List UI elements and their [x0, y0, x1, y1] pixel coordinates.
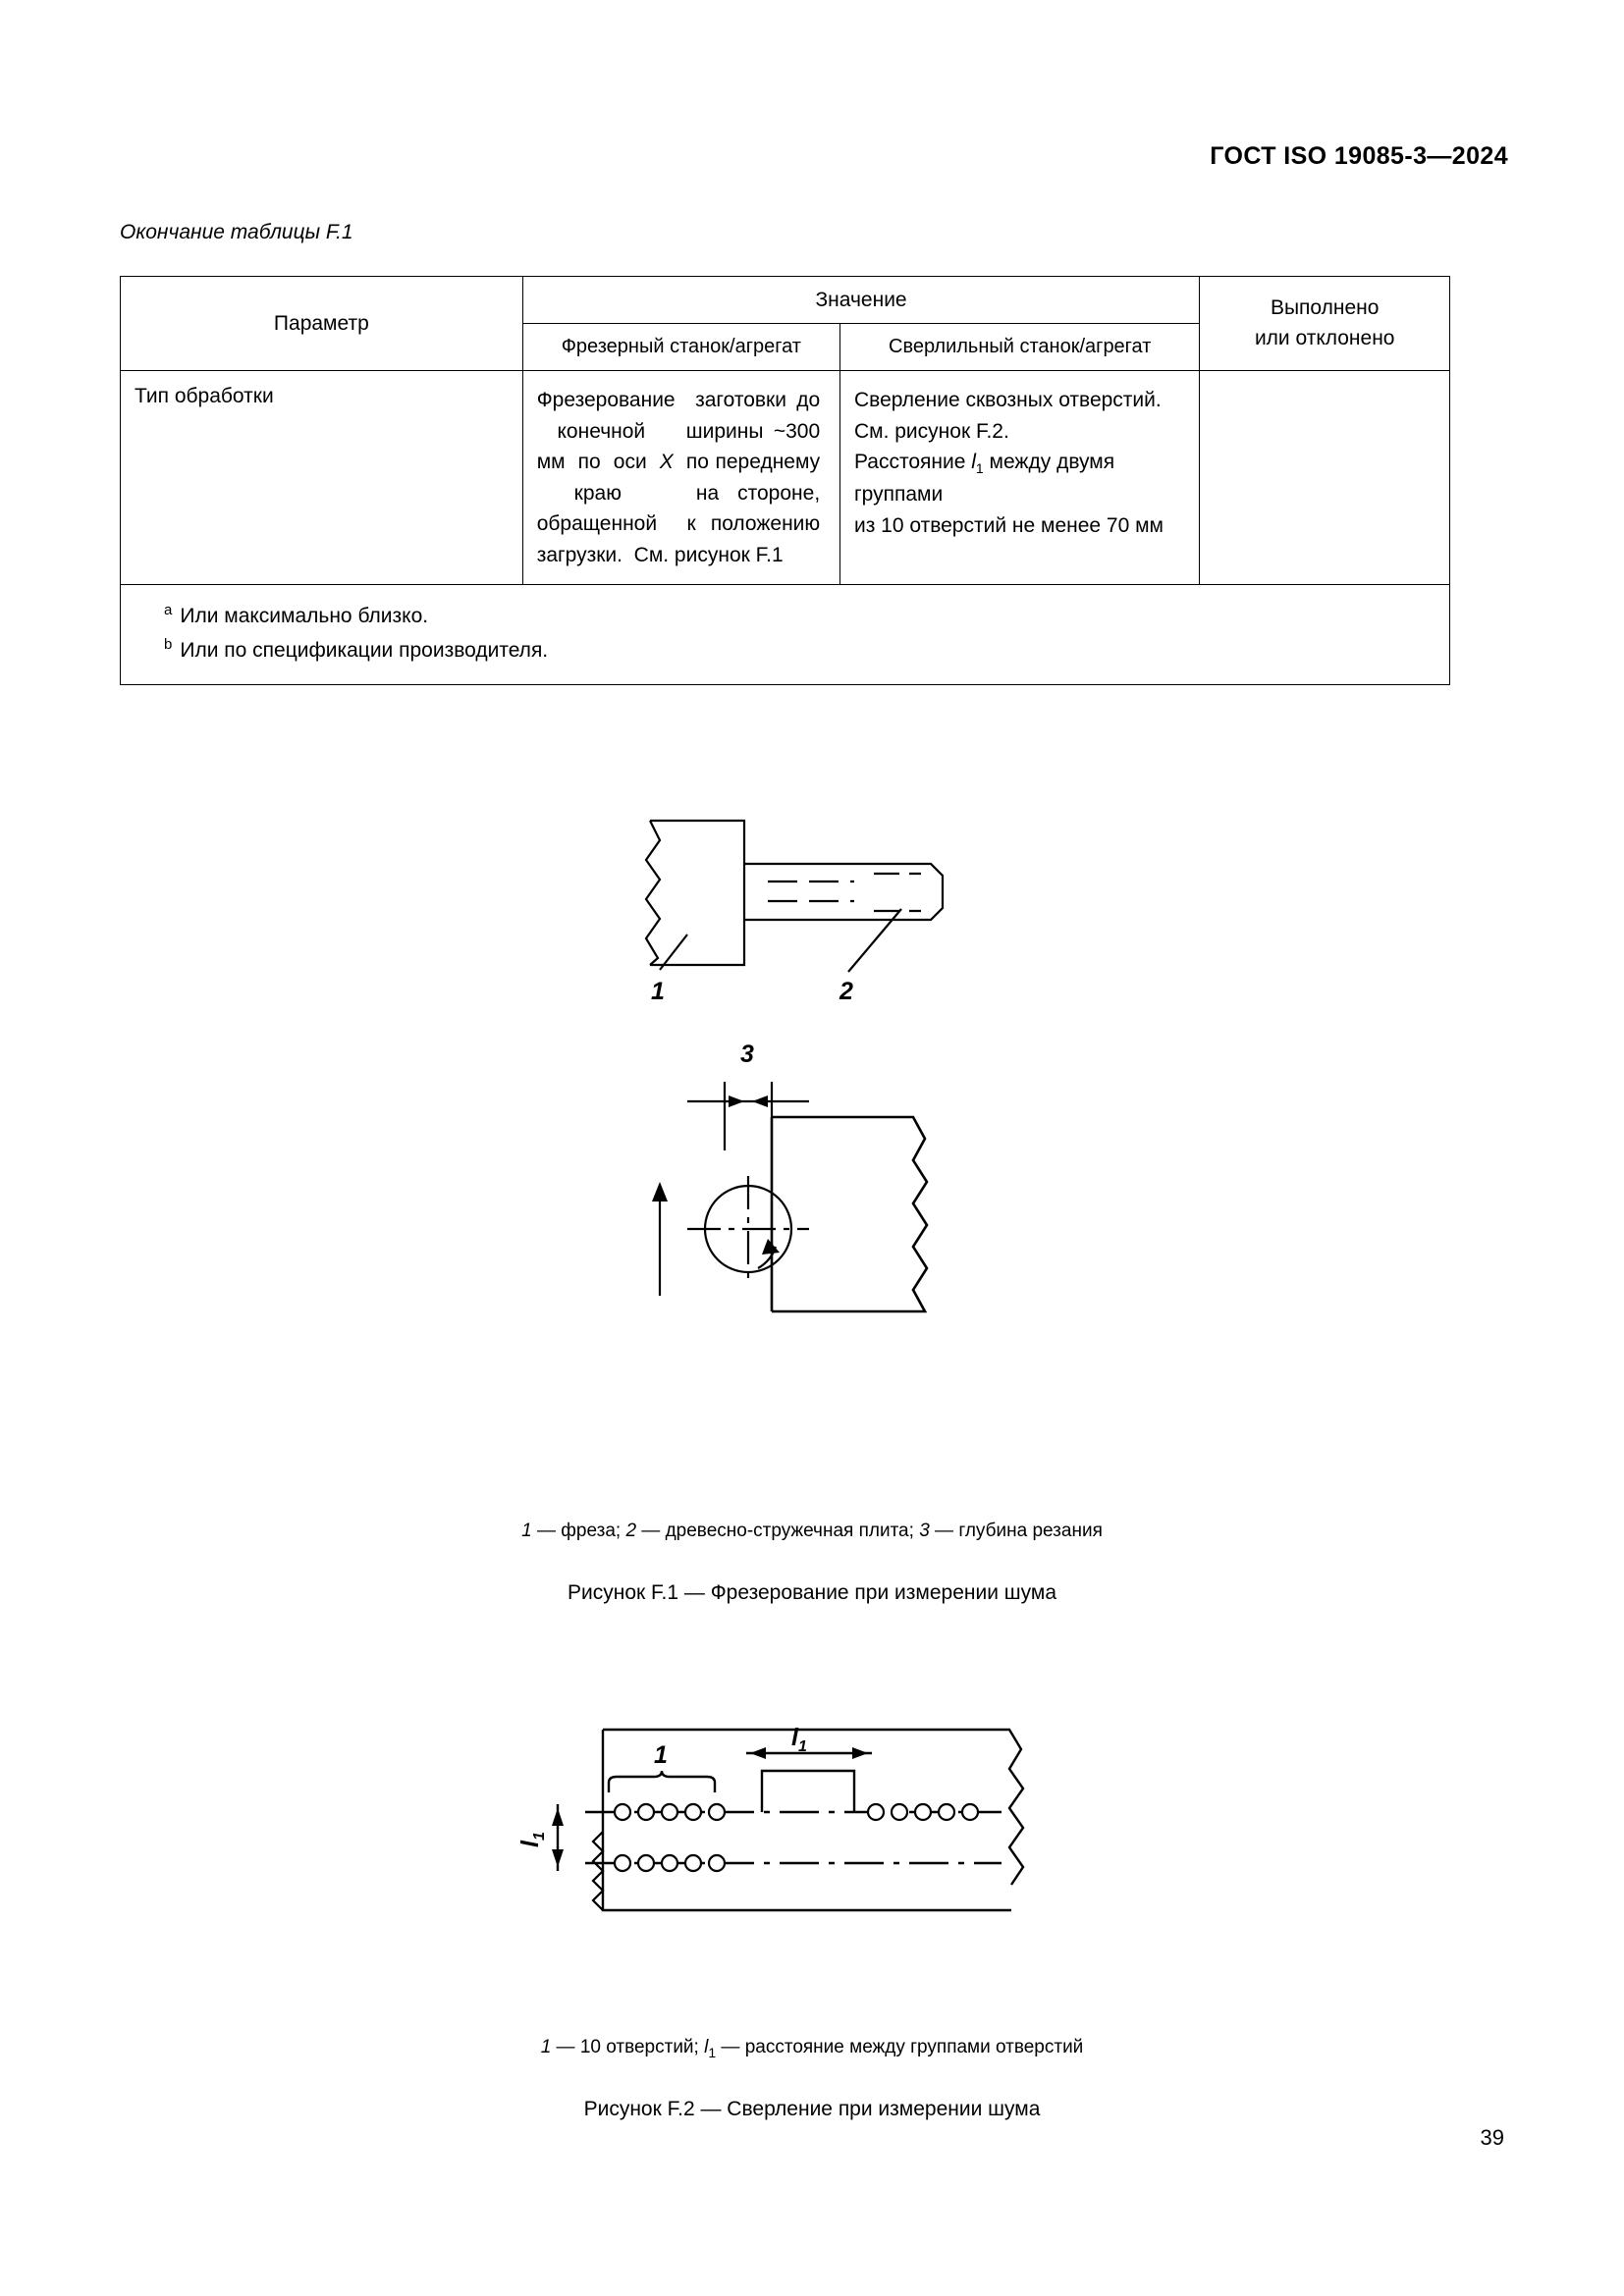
page-number: 39 — [1480, 2125, 1504, 2150]
table-header-done-line1: Выполнено — [1270, 296, 1380, 320]
table-header-row-1: Параметр Значение Выполнено или отклонен… — [120, 276, 1450, 371]
table-footnotes: a Или максимально близко. b Или по специфи… — [120, 583, 1450, 686]
table-header-parameter: Параметр — [120, 276, 523, 371]
figure-f2-drawing: 1 l1 l1 — [516, 1724, 1025, 1912]
figure-f1-label-3: 3 — [740, 1041, 754, 1068]
figure-f2-label-l1-vertical: l1 — [516, 1832, 548, 1847]
table-footnotes-row: a Или максимально близко. b Или по специфи… — [120, 583, 1450, 686]
footnote-b-text: Или по спецификации производителя. — [180, 638, 549, 662]
table-cell-parameter-processing-type: Тип обработки — [120, 370, 523, 585]
table-header-milling-machine: Фрезерный станок/агрегат — [521, 323, 840, 371]
table-f1-continuation: Параметр Значение Выполнено или отклонен… — [120, 276, 1450, 686]
footnote-a-text: Или максимально близко. — [180, 605, 429, 627]
table-header-drilling-machine: Сверлильный станок/агрегат — [839, 323, 1201, 371]
footnote-b: b Или по спецификации производителя. — [164, 633, 1449, 667]
table-cell-milling-description: Фрезерование заготовки до конечной ширин… — [521, 370, 840, 585]
figure-f1-label-1: 1 — [651, 978, 665, 1005]
figure-f2-label-1: 1 — [654, 1741, 668, 1769]
page-header-standard-number: ГОСТ ISO 19085-3—2024 — [1210, 142, 1508, 170]
figure-f2: 1 l1 l1 1 — 10 отверстий; l1 — расстояни… — [0, 1718, 1624, 2130]
table-row: Тип обработки Фрезерование заготовки до … — [120, 370, 1450, 585]
footnote-a-mark: a — [164, 602, 173, 618]
table-header-value: Значение — [521, 276, 1201, 324]
figure-f1-title: Рисунок F.1 — Фрезерование при измерении… — [567, 1581, 1057, 1604]
figure-f1-legend: 1 — фреза; 2 — древесно-стружечная плита… — [521, 1521, 1103, 1541]
table-header-done-line2: или отклонено — [1254, 326, 1395, 349]
table-cell-done-or-rejected — [1199, 370, 1450, 585]
figure-f2-title: Рисунок F.2 — Сверление при измерении шу… — [583, 2097, 1041, 2120]
footnote-a: a Или максимально близко. — [164, 599, 1449, 633]
figure-f1: 1 2 — [0, 785, 1624, 1604]
figure-f2-legend: 1 — 10 отверстий; l1 — расстояние между … — [540, 2037, 1084, 2060]
table-cell-drilling-description: Сверление сквозных отверстий.См. рисунок… — [839, 370, 1201, 585]
figure-f1-label-2: 2 — [839, 978, 853, 1005]
footnote-b-mark: b — [164, 635, 173, 653]
table-caption: Окончание таблицы F.1 — [120, 221, 353, 243]
figure-f1-drawing: 1 2 — [644, 819, 945, 1313]
table-header-done-or-rejected: Выполнено или отклонено — [1199, 276, 1450, 371]
table-header-row-2: Фрезерный станок/агрегат Сверлильный ста… — [121, 323, 1450, 371]
